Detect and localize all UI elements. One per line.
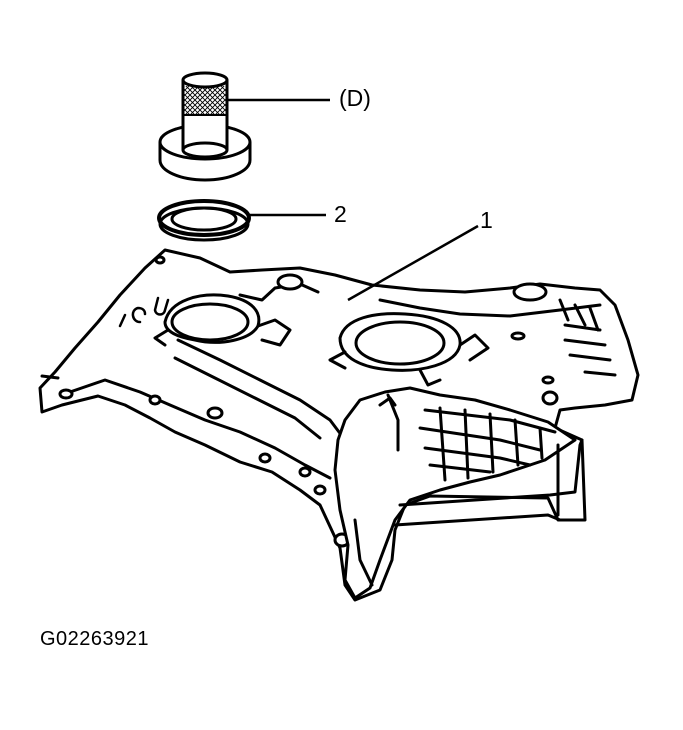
cover-bracket: [333, 386, 584, 600]
tool-knurled-grip: [184, 86, 226, 114]
seal-installer-tool: [158, 71, 252, 182]
leader-cover: [347, 224, 479, 302]
leader-lines: [228, 98, 479, 302]
callout-seal-2: 2: [334, 201, 347, 227]
cover-ribs: [558, 298, 617, 377]
tool-top-face: [181, 71, 229, 89]
water-pump-bore: [328, 312, 490, 387]
callout-tool-d: (D): [339, 85, 371, 111]
figure-id: G02263921: [40, 628, 150, 650]
crank-seal-bore: [153, 293, 292, 347]
callout-cover-1: 1: [480, 207, 493, 233]
oil-seal: [157, 199, 251, 242]
timing-chain-cover: [38, 248, 640, 602]
